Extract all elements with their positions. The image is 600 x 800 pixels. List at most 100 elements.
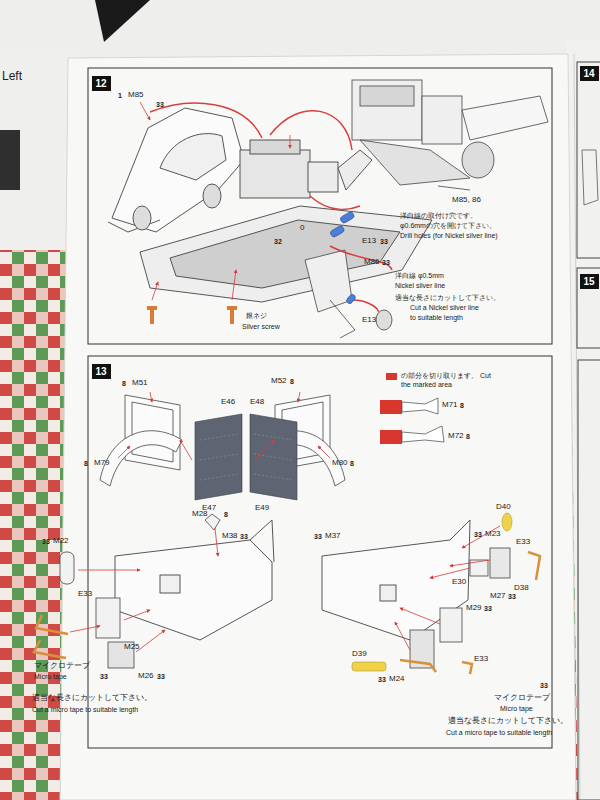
part-number: E33 <box>516 538 530 547</box>
part-number: E48 <box>250 398 264 407</box>
note: Cut a micro tape to suitable length <box>446 729 552 737</box>
part-sketch <box>582 150 598 205</box>
step-number: 15 <box>580 274 599 289</box>
part-number: M79 <box>94 459 110 468</box>
note: Cut a micro tape to suitable length <box>32 706 138 714</box>
part-tag: 8 <box>350 460 354 468</box>
yellow-part <box>502 513 512 531</box>
note: Drill holes (for Nickel silver line) <box>400 232 498 240</box>
part-number: M37 <box>325 532 341 541</box>
part-number: M51 <box>132 379 148 388</box>
part-tag: 33 <box>382 259 390 267</box>
part-number: D39 <box>352 650 367 659</box>
part-number: M26 <box>138 672 154 681</box>
note: Cut a Nickel silver line <box>410 304 479 312</box>
detail-inset <box>305 250 392 338</box>
note: 適当な長さにカットして下さい。 <box>395 294 500 302</box>
part-tag: 33 <box>314 533 322 541</box>
step-number-text: 12 <box>96 79 108 89</box>
part-tag: 33 <box>540 682 548 690</box>
part-tag: 33 <box>157 673 165 681</box>
part-number: M85, 86 <box>452 196 481 205</box>
cut-part <box>380 398 444 444</box>
part-tag: 8 <box>290 378 294 386</box>
legend-text: の部分を切り取ります。 Cut the marked area <box>401 372 497 390</box>
legend-swatch <box>386 373 397 380</box>
part-tag: 8 <box>224 511 228 519</box>
part-tag: 32 <box>274 238 282 246</box>
note: Micro tape <box>500 705 533 713</box>
part-tag: 33 <box>100 673 108 681</box>
sheet-text: Left <box>2 70 22 83</box>
legend-entry: の部分を切り取ります。 Cut the marked area <box>386 372 497 390</box>
step-frame <box>88 356 552 748</box>
part-number: M85 <box>128 91 144 100</box>
step-number: 14 <box>580 66 599 81</box>
part-number: M24 <box>389 675 405 684</box>
part-number: D40 <box>496 503 511 512</box>
part-tag: 33 <box>508 593 516 601</box>
step-number: 13 <box>92 364 111 379</box>
note: 適当な長さにカットして下さい。 <box>32 694 152 703</box>
engine-inset <box>352 80 548 190</box>
part-number: E30 <box>452 578 466 587</box>
part-number: M52 <box>271 377 287 386</box>
note: マイクロテープ <box>34 662 90 671</box>
note: マイクロテープ <box>494 694 550 703</box>
step-number-text: 15 <box>584 277 596 287</box>
black-shape <box>0 130 20 190</box>
part-tag: 33 <box>240 533 248 541</box>
part-number: E49 <box>255 504 269 513</box>
assembly-arrow <box>118 392 330 460</box>
part-number: E13 <box>362 237 376 246</box>
assembly-arrow <box>140 102 290 300</box>
part-number: 0 <box>300 224 304 233</box>
back-paper <box>0 0 600 62</box>
part-number: M29 <box>466 604 482 613</box>
part-tag: 8 <box>122 380 126 388</box>
note: 銀ネジ <box>246 312 267 320</box>
part-tag: 33 <box>474 531 482 539</box>
cable <box>150 103 392 312</box>
part-tag: 33 <box>42 538 50 546</box>
part-number: E46 <box>221 398 235 407</box>
instruction-sheet <box>60 54 576 800</box>
blue-fitting <box>329 211 356 305</box>
part-number: E33 <box>78 590 92 599</box>
part-tag: 8 <box>84 460 88 468</box>
part-number: M71 <box>442 401 458 410</box>
assembly-arrow <box>70 526 500 652</box>
part-number: M25 <box>124 643 140 652</box>
part-tag: 1 <box>118 92 122 100</box>
part-tag: 33 <box>484 605 492 613</box>
part-number: E33 <box>474 655 488 664</box>
part-tag: 33 <box>380 238 388 246</box>
mesh-panel <box>195 414 297 500</box>
part-tag: 33 <box>378 676 386 684</box>
black-shape <box>95 0 150 42</box>
step-frame <box>88 68 552 344</box>
part-number: M72 <box>448 432 464 441</box>
part-number: M22 <box>53 537 69 546</box>
part-number: M80 <box>332 459 348 468</box>
part-number: M38 <box>222 532 238 541</box>
part-number: D38 <box>514 584 529 593</box>
note: 洋白線 φ0.5mm <box>395 272 444 280</box>
note: 適当な長さにカットして下さい。 <box>448 717 568 726</box>
note: Nickel silver line <box>395 282 445 290</box>
note: Micro tape <box>34 673 67 681</box>
step-number-text: 13 <box>96 367 108 377</box>
silver-screw <box>147 306 237 324</box>
note: φ0.6mmの穴を開けて下さい。 <box>400 222 496 230</box>
note: 洋白線の取付け穴です。 <box>400 212 477 220</box>
mesh-texture <box>200 434 292 480</box>
part-number: M28 <box>192 510 208 519</box>
part-tag: 8 <box>460 402 464 410</box>
yellow-part <box>352 662 386 671</box>
step-frame <box>577 62 600 258</box>
step-number: 12 <box>92 76 111 91</box>
step-number-text: 14 <box>584 69 596 79</box>
part-number: M23 <box>485 530 501 539</box>
